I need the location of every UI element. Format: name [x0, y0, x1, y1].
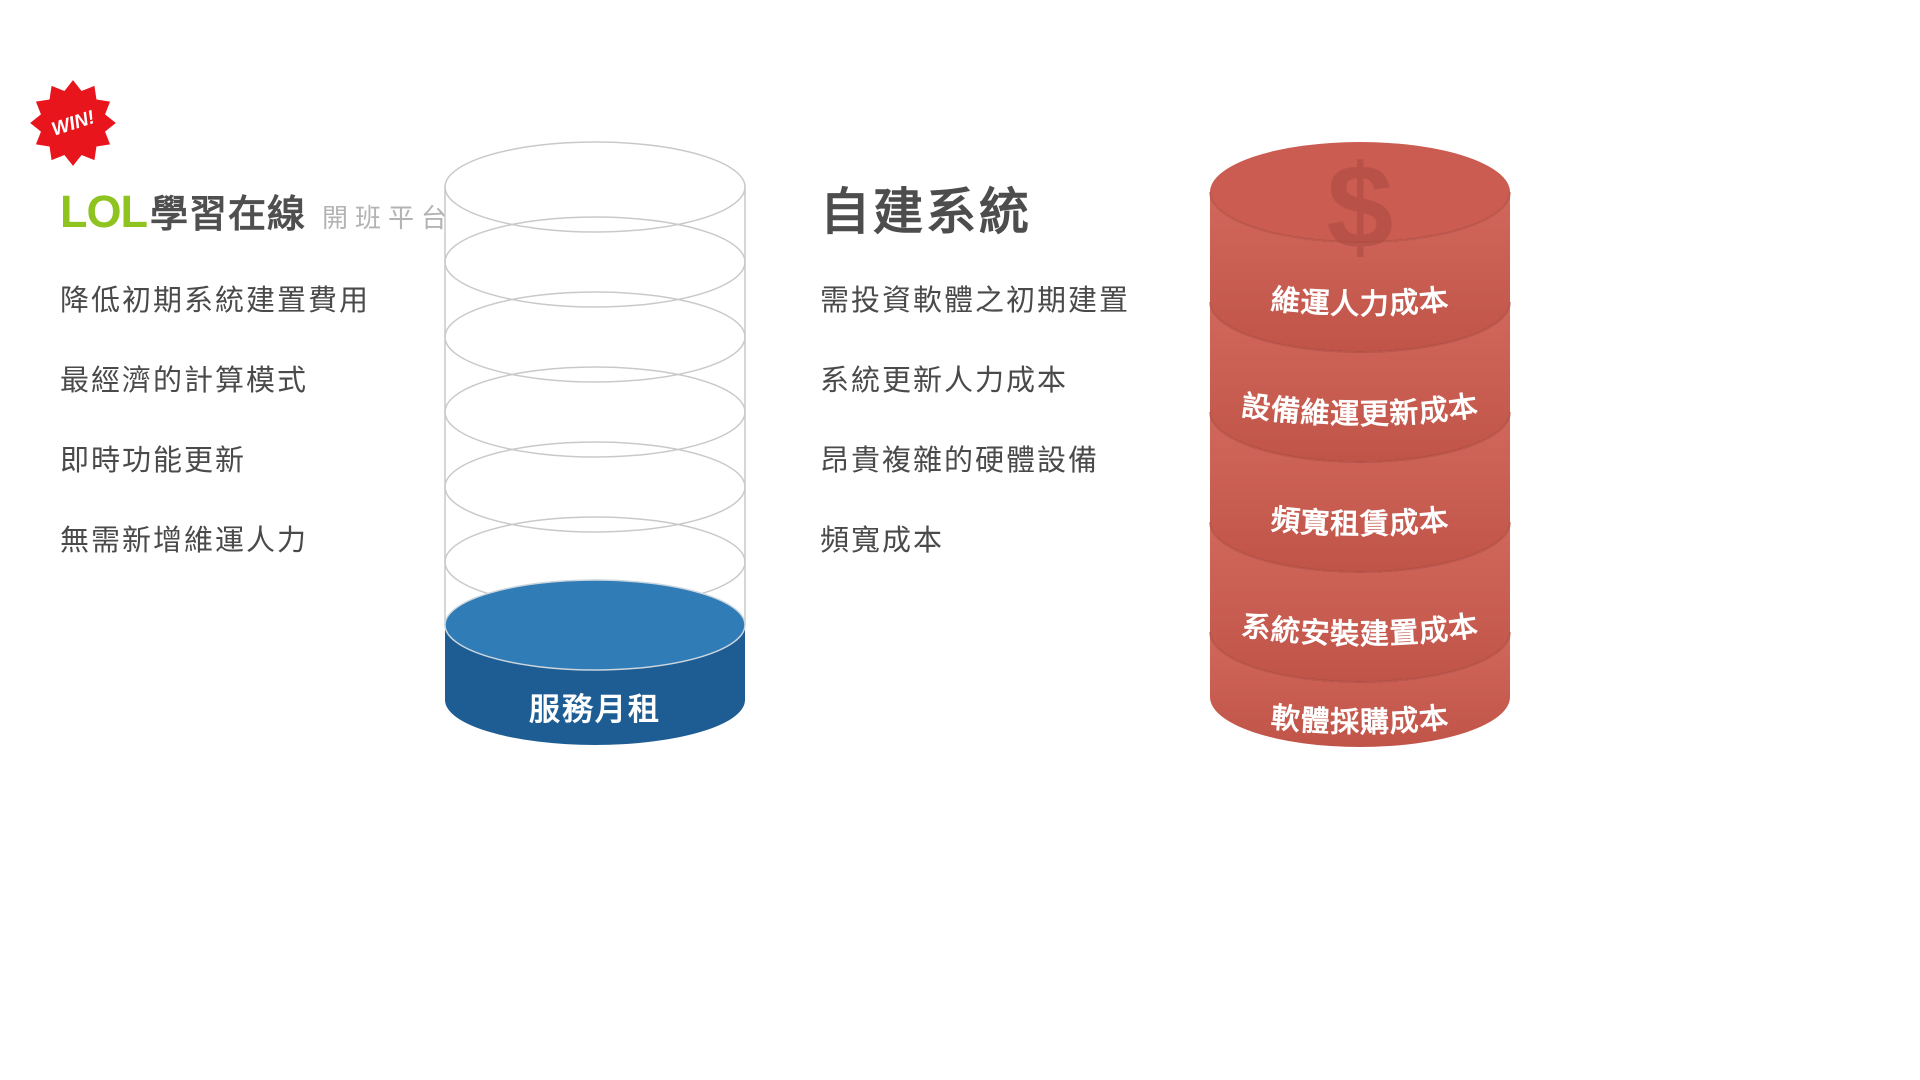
dollar-sign-icon: $	[1327, 140, 1394, 274]
coin-seam	[1209, 191, 1511, 243]
starburst-shape	[30, 80, 116, 166]
feature-item: 即時功能更新	[60, 445, 247, 477]
self-built-system-title: 自建系統	[820, 184, 1032, 240]
svg-text:軟體採購成本: 軟體採購成本	[1269, 701, 1450, 739]
drawback-item: 需投資軟體之初期建置	[820, 285, 1131, 317]
platform-cost-stack: 服務月租	[444, 141, 746, 745]
coin-seam	[1209, 631, 1511, 683]
coin-seam	[1209, 301, 1511, 353]
drawback-item: 昂貴複雜的硬體設備	[820, 445, 1100, 477]
feature-item: 最經濟的計算模式	[60, 365, 309, 397]
feature-item: 無需新增維運人力	[60, 525, 309, 557]
wireframe-ring	[444, 441, 746, 533]
brand-logo-name: 學習在線	[149, 194, 306, 236]
coin-seam	[1209, 521, 1511, 573]
red-coin-side	[1210, 632, 1510, 747]
feature-item: 降低初期系統建置費用	[60, 285, 371, 317]
red-coin-top-face	[1210, 142, 1510, 242]
win-badge: WIN!	[30, 80, 116, 166]
red-coin-label: 頻寬租賃成本	[1269, 503, 1449, 541]
red-coin-side	[1210, 522, 1510, 682]
red-coin-label: 軟體採購成本	[1269, 701, 1449, 739]
wireframe-ring	[444, 216, 746, 308]
brand-logo: LOL 學習在線 開班平台	[60, 183, 454, 238]
coin-seam	[1209, 411, 1511, 463]
coin-seam-lines	[1209, 191, 1511, 683]
blue-coin-top	[444, 579, 746, 671]
drawback-item: 系統更新人力成本	[820, 365, 1069, 397]
red-coin-side	[1210, 302, 1510, 462]
wireframe-ring	[444, 291, 746, 383]
wireframe-ring	[444, 141, 746, 233]
wireframe-coin-stack	[444, 141, 746, 625]
red-coin-bodies	[1210, 192, 1510, 747]
brand-logo-lol: LOL	[60, 186, 148, 237]
self-built-drawback-list: 需投資軟體之初期建置 系統更新人力成本 昂貴複雜的硬體設備 頻寬成本	[820, 258, 1130, 578]
red-coin-side	[1210, 412, 1510, 572]
red-coin-label: 維運人力成本	[1269, 283, 1449, 321]
brand-logo-subtitle: 開班平台	[322, 203, 455, 233]
red-coin-side	[1210, 192, 1510, 352]
platform-feature-list: 降低初期系統建置費用 最經濟的計算模式 即時功能更新 無需新增維運人力	[60, 258, 370, 578]
drawback-item: 頻寬成本	[820, 525, 945, 557]
svg-text:頻寬租賃成本: 頻寬租賃成本	[1269, 503, 1450, 541]
svg-text:維運人力成本: 維運人力成本	[1269, 283, 1450, 321]
wireframe-ring	[444, 366, 746, 458]
blue-coin-label: 服務月租	[529, 692, 661, 727]
self-built-cost-stack: $ 維運人力成本 設備維運更新成本 頻寬租賃成本 系統安裝建置成本 軟體採購成本	[1209, 140, 1511, 747]
blue-coin-side	[445, 625, 745, 745]
